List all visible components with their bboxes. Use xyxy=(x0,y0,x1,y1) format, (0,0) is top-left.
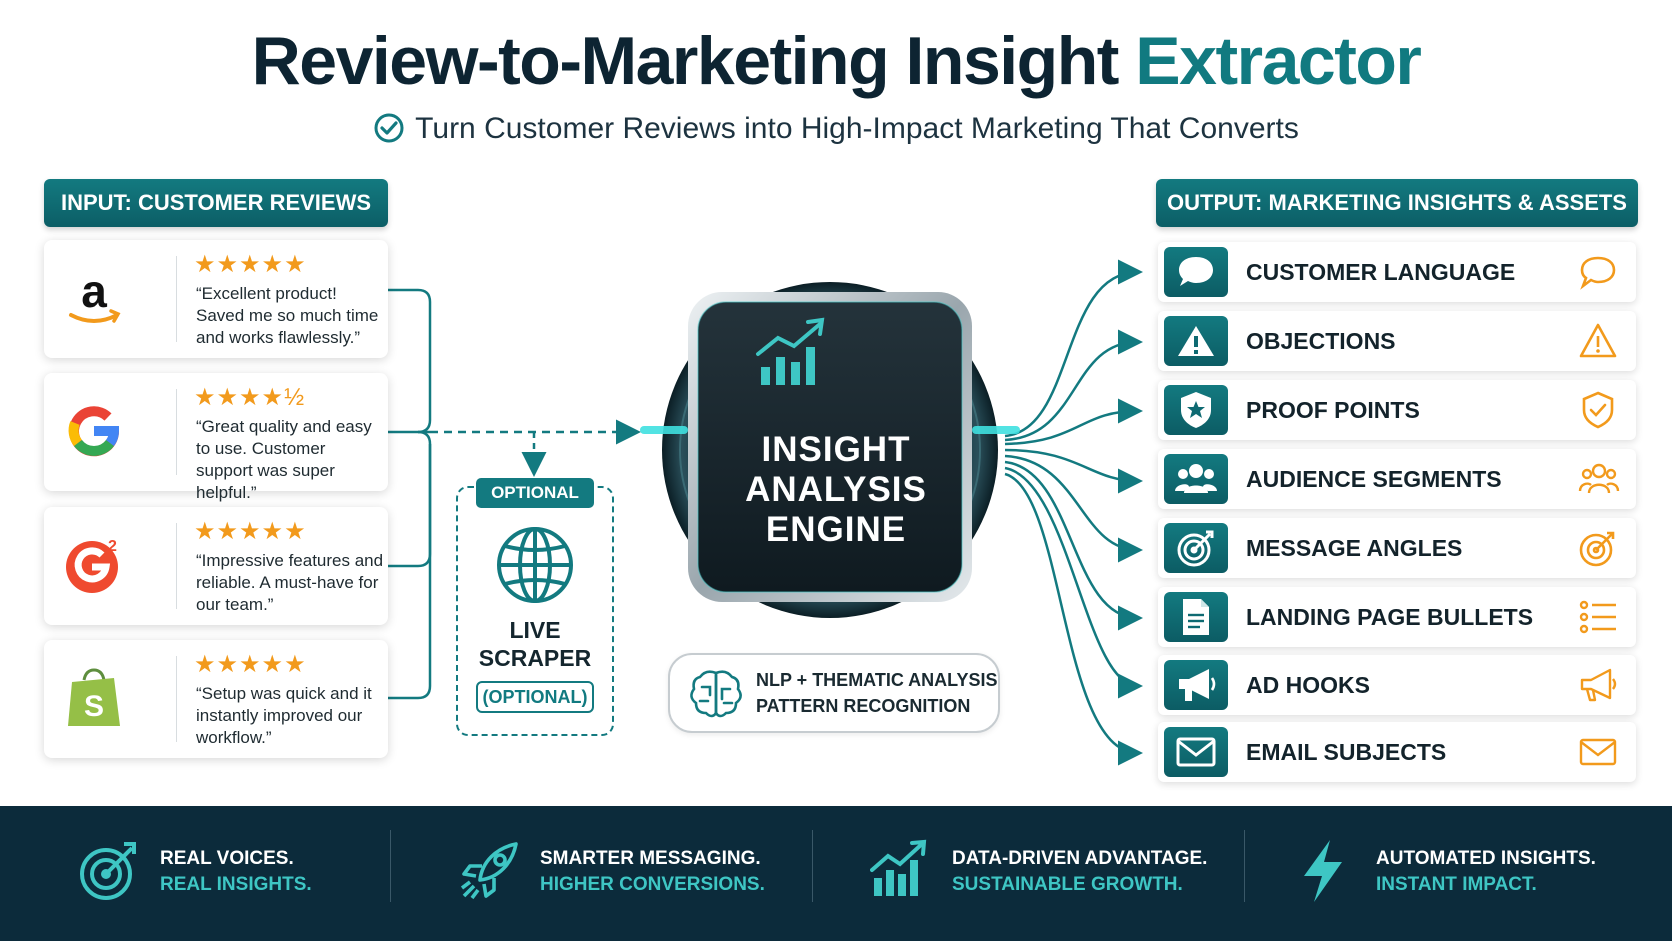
growth-chart-icon xyxy=(756,317,825,385)
live-scraper-title: LIVE SCRAPER xyxy=(478,617,592,671)
output-label: OBJECTIONS xyxy=(1246,328,1396,354)
footer-line-1: DATA-DRIVEN ADVANTAGE. xyxy=(952,848,1208,869)
output-label: CUSTOMER LANGUAGE xyxy=(1246,259,1516,285)
subtitle: Turn Customer Reviews into High-Impact M… xyxy=(0,112,1672,152)
review-quote: “Excellent product! Saved me so much tim… xyxy=(196,284,379,347)
shield-icon xyxy=(1164,385,1228,435)
nlp-line-2: PATTERN RECOGNITION xyxy=(756,696,971,716)
megaphone-icon xyxy=(1578,665,1618,705)
engine-label: INSIGHT ANALYSIS ENGINE xyxy=(720,430,952,550)
svg-text:2: 2 xyxy=(108,538,117,555)
amazon-logo-icon: a xyxy=(58,262,130,334)
title-accent: Extractor xyxy=(1135,23,1422,99)
shield-check-icon xyxy=(1578,390,1618,430)
svg-text:S: S xyxy=(84,690,104,723)
subtitle-text: Turn Customer Reviews into High-Impact M… xyxy=(415,112,1299,145)
warning-icon xyxy=(1578,321,1618,361)
megaphone-icon xyxy=(1164,660,1228,710)
envelope-icon xyxy=(1578,732,1618,772)
output-label: AD HOOKS xyxy=(1246,672,1370,698)
footer-divider xyxy=(390,830,391,902)
engine-line-2: ANALYSIS xyxy=(745,470,927,509)
review-card-google: ★★★★½ “Great quality and easy to use. Cu… xyxy=(44,373,388,502)
nlp-badge: NLP + THEMATIC ANALYSIS PATTERN RECOGNIT… xyxy=(668,653,1000,733)
divider xyxy=(176,656,177,742)
footer-divider xyxy=(1244,830,1245,902)
star-rating: ★★★★★ xyxy=(194,651,307,678)
output-label: PROOF POINTS xyxy=(1246,397,1420,423)
divider xyxy=(176,256,177,342)
brain-icon xyxy=(688,667,744,726)
divider xyxy=(176,523,177,609)
lightning-icon xyxy=(1294,838,1354,909)
footer-banner: REAL VOICES. REAL INSIGHTS. SMARTER MESS… xyxy=(0,806,1672,941)
output-label: EMAIL SUBJECTS xyxy=(1246,739,1447,765)
divider xyxy=(176,389,177,475)
footer-line-2: INSTANT IMPACT. xyxy=(1376,874,1537,895)
document-icon xyxy=(1164,592,1228,642)
input-section-tab: INPUT: CUSTOMER REVIEWS xyxy=(44,179,388,227)
review-card-g2: 2 ★★★★★ “Impressive features and reliabl… xyxy=(44,507,388,625)
review-card-shopify: S ★★★★★ “Setup was quick and it instantl… xyxy=(44,640,388,758)
globe-icon xyxy=(494,524,576,611)
people-icon xyxy=(1164,454,1228,504)
rocket-icon xyxy=(458,838,522,907)
g2-logo-icon: 2 xyxy=(58,529,130,601)
output-item-landing-page-bullets: LANDING PAGE BULLETS xyxy=(1158,587,1636,647)
target-icon xyxy=(78,838,140,907)
output-item-customer-language: CUSTOMER LANGUAGE xyxy=(1158,242,1636,302)
page-title: Review-to-Marketing Insight Extractor xyxy=(0,22,1672,100)
footer-line-2: SUSTAINABLE GROWTH. xyxy=(952,874,1183,895)
review-quote: “Setup was quick and it instantly improv… xyxy=(196,684,372,747)
svg-text:a: a xyxy=(81,265,107,317)
check-circle-icon xyxy=(373,112,405,152)
star-rating: ★★★★★ xyxy=(194,518,307,545)
engine-line-1: INSIGHT xyxy=(761,430,911,469)
review-quote: “Great quality and easy to use. Customer… xyxy=(196,417,372,502)
output-section-tab: OUTPUT: MARKETING INSIGHTS & ASSETS xyxy=(1156,179,1638,227)
growth-chart-icon xyxy=(870,838,930,905)
output-label: LANDING PAGE BULLETS xyxy=(1246,604,1534,630)
speech-bubble-icon xyxy=(1578,252,1618,292)
google-logo-icon xyxy=(58,395,130,467)
output-item-ad-hooks: AD HOOKS xyxy=(1158,655,1636,715)
output-item-objections: OBJECTIONS xyxy=(1158,311,1636,371)
footer-divider xyxy=(812,830,813,902)
shopify-logo-icon: S xyxy=(58,662,130,734)
star-rating: ★★★★½ xyxy=(194,384,306,411)
output-item-message-angles: MESSAGE ANGLES xyxy=(1158,518,1636,578)
output-label: MESSAGE ANGLES xyxy=(1246,535,1463,561)
engine-line-3: ENGINE xyxy=(765,510,907,549)
footer-line-2: HIGHER CONVERSIONS. xyxy=(540,874,765,895)
nlp-line-1: NLP + THEMATIC ANALYSIS xyxy=(756,670,998,690)
target-icon xyxy=(1578,528,1618,568)
target-icon xyxy=(1164,523,1228,573)
optional-tag: OPTIONAL xyxy=(476,478,594,508)
people-icon xyxy=(1578,459,1620,499)
warning-icon xyxy=(1164,316,1228,366)
title-main: Review-to-Marketing Insight xyxy=(251,23,1120,99)
output-item-audience-segments: AUDIENCE SEGMENTS xyxy=(1158,449,1636,509)
star-rating: ★★★★★ xyxy=(194,251,307,278)
bullet-list-icon xyxy=(1578,597,1618,637)
footer-line-1: SMARTER MESSAGING. xyxy=(540,848,761,869)
output-item-email-subjects: EMAIL SUBJECTS xyxy=(1158,722,1636,782)
footer-line-1: AUTOMATED INSIGHTS. xyxy=(1376,848,1596,869)
footer-line-1: REAL VOICES. xyxy=(160,848,294,869)
optional-pill: (OPTIONAL) xyxy=(476,681,594,713)
review-card-amazon: a ★★★★★ “Excellent product! Saved me so … xyxy=(44,240,388,358)
review-quote: “Impressive features and reliable. A mus… xyxy=(196,551,384,614)
output-item-proof-points: PROOF POINTS xyxy=(1158,380,1636,440)
envelope-icon xyxy=(1164,727,1228,777)
footer-line-2: REAL INSIGHTS. xyxy=(160,874,312,895)
output-label: AUDIENCE SEGMENTS xyxy=(1246,466,1502,492)
insight-engine xyxy=(640,282,1020,618)
speech-bubble-icon xyxy=(1164,247,1228,297)
